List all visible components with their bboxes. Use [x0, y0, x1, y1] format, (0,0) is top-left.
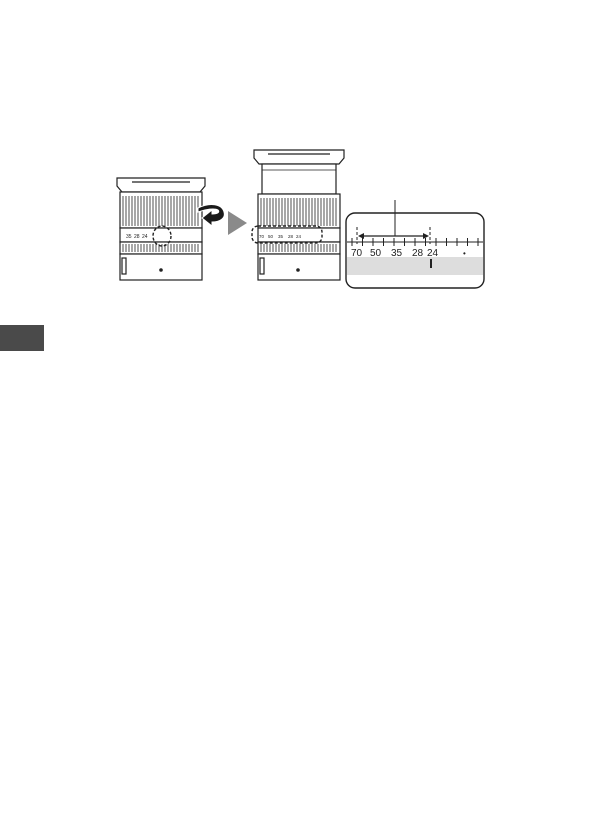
focal-scale-band — [120, 228, 202, 242]
lens-extended — [252, 150, 344, 280]
lens1-scale-label-35: 35 — [126, 234, 132, 240]
lens-retracted — [117, 178, 205, 280]
scale-callout — [346, 200, 484, 288]
lens-mount — [254, 150, 344, 164]
lower-barrel — [120, 254, 202, 280]
callout-scale-label-35: 35 — [391, 248, 403, 259]
lens1-scale-label-28: 28 — [134, 234, 140, 240]
callout-index-dot: • — [463, 249, 466, 258]
mount-index-dot — [297, 269, 299, 271]
inner-barrel — [262, 164, 336, 194]
lens2-scale-label-28: 28 — [288, 234, 294, 239]
mount-index-dot — [160, 269, 162, 271]
lens2-scale-label-24: 24 — [296, 234, 302, 239]
lens2-scale-label-35: 35 — [278, 234, 284, 239]
lens-switch — [122, 258, 126, 274]
index-mark — [430, 259, 432, 268]
lens-switch — [260, 258, 264, 274]
callout-band — [347, 257, 483, 275]
lower-barrel — [258, 254, 340, 280]
lens1-scale-label-24: 24 — [142, 234, 148, 240]
lens2-scale-label-50: 50 — [268, 234, 274, 239]
callout-scale-label-70: 70 — [351, 248, 363, 259]
lens-mount — [117, 178, 205, 192]
next-step-arrow-icon — [228, 211, 247, 235]
callout-scale-label-28: 28 — [412, 248, 424, 259]
callout-scale-label-24: 24 — [427, 248, 439, 259]
callout-scale-label-50: 50 — [370, 248, 382, 259]
lens2-scale-label-70: 70 — [259, 234, 265, 239]
